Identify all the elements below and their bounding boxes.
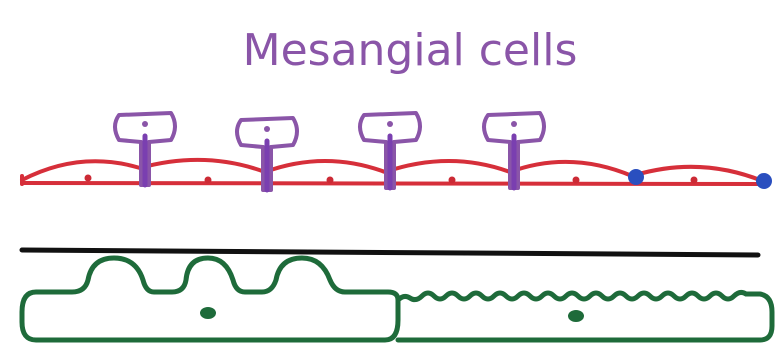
mesangial-cell-icon [237,118,297,190]
diagram-title: Mesangial cells [243,25,578,76]
epithelial-cell-right [398,292,772,340]
basement-membrane [22,250,758,255]
epithelial-cell-left [22,258,398,340]
nucleus-dot-icon [327,177,334,184]
blue-dot-icon [756,173,772,189]
mesangial-cell-icon [484,113,544,188]
epithelial-layer [22,258,772,340]
nucleus-dot-icon [85,175,92,182]
nucleus-dot-icon [573,177,580,184]
epithelial-nucleus [200,307,216,319]
mesangial-cell-icon [360,113,420,188]
mesangial-cell-icon [115,113,175,185]
nucleus-dot-icon [205,177,212,184]
nucleus-dot-icon [691,177,698,184]
blue-dot-icon [628,169,644,185]
nucleus-dot-icon [449,177,456,184]
epithelial-nucleus [568,310,584,322]
